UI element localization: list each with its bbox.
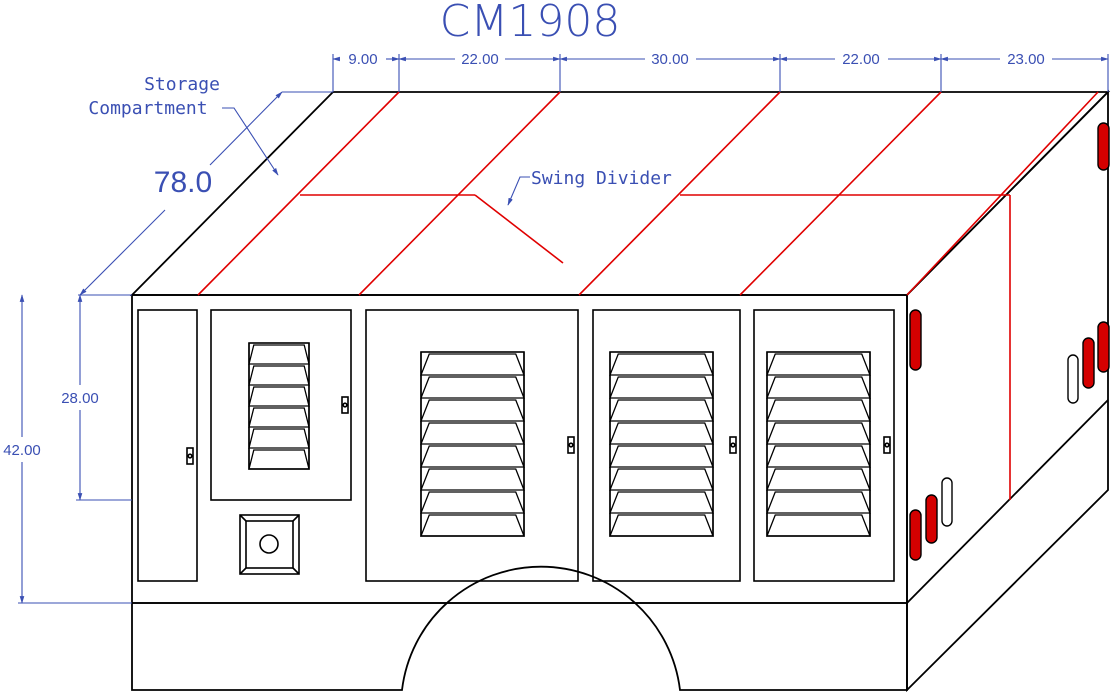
- louver-slat: [248, 385, 310, 407]
- dimension-lines: [18, 54, 1109, 604]
- dim-top-4: 22.00: [842, 51, 880, 68]
- vent-louvers: [248, 343, 871, 537]
- louver-slat: [766, 490, 871, 514]
- louver-slat: [248, 364, 310, 386]
- drawing-title: CM1908: [440, 0, 621, 47]
- access-panel: [239, 514, 300, 575]
- louver-slat: [766, 467, 871, 491]
- marker-light: [1097, 122, 1110, 171]
- door-five: [753, 309, 895, 582]
- louver-slat: [248, 427, 310, 449]
- louver-slat: [609, 352, 714, 376]
- marker-light: [909, 309, 922, 371]
- marker-light: [941, 477, 953, 527]
- large-door: [365, 309, 579, 582]
- marker-light: [1082, 337, 1095, 389]
- side-skirt-line: [906, 399, 1109, 604]
- louver-slat: [766, 513, 871, 537]
- lower-skirt: [131, 565, 908, 691]
- storage-label-line2: Compartment: [88, 98, 207, 119]
- dim-overall-height: 42.00: [3, 442, 41, 459]
- door-handle: [567, 436, 575, 454]
- swing-divider-label: Swing Divider: [531, 168, 672, 189]
- dim-top-2: 22.00: [461, 51, 499, 68]
- louver-slat: [609, 513, 714, 537]
- louver-slat: [248, 406, 310, 428]
- marker-light: [909, 509, 922, 561]
- door-handle: [186, 447, 194, 465]
- marker-lights: [909, 122, 1110, 561]
- louver-slat: [609, 375, 714, 399]
- louver-slat: [420, 421, 525, 445]
- storage-label-line1: Storage: [144, 74, 220, 95]
- door-handle: [883, 436, 891, 454]
- narrow-door: [137, 309, 198, 582]
- top-dividers: [197, 91, 1099, 500]
- louver-slat: [766, 352, 871, 376]
- louver-slat: [420, 490, 525, 514]
- small-door: [210, 309, 352, 501]
- dim-depth: 78.0: [154, 166, 212, 199]
- door-four: [592, 309, 741, 582]
- dim-compartment-height: 28.00: [61, 390, 99, 407]
- louver-slat: [420, 513, 525, 537]
- louver-slat: [420, 375, 525, 399]
- marker-light: [1067, 354, 1079, 404]
- louver-slat: [609, 490, 714, 514]
- fill-knob: [259, 534, 279, 554]
- louver-slat: [766, 421, 871, 445]
- dim-top-5: 23.00: [1007, 51, 1045, 68]
- louver-slat: [248, 343, 310, 365]
- louver-slat: [420, 352, 525, 376]
- marker-light: [925, 494, 938, 544]
- door-handle: [729, 436, 737, 454]
- louver-slat: [766, 375, 871, 399]
- side-face: [906, 89, 1109, 693]
- dim-top-1: 9.00: [348, 51, 377, 68]
- louver-slat: [248, 448, 310, 470]
- louver-slat: [420, 398, 525, 422]
- marker-light: [1097, 321, 1110, 373]
- louver-slat: [766, 398, 871, 422]
- top-face: [129, 91, 1111, 296]
- louver-slat: [609, 421, 714, 445]
- dim-top-3: 30.00: [651, 51, 689, 68]
- swing-divider-line: [474, 194, 564, 264]
- louver-slat: [609, 398, 714, 422]
- louver-slat: [420, 444, 525, 468]
- louver-slat: [420, 467, 525, 491]
- louver-slat: [609, 444, 714, 468]
- louver-slat: [609, 467, 714, 491]
- door-handle: [341, 396, 349, 414]
- louver-slat: [766, 444, 871, 468]
